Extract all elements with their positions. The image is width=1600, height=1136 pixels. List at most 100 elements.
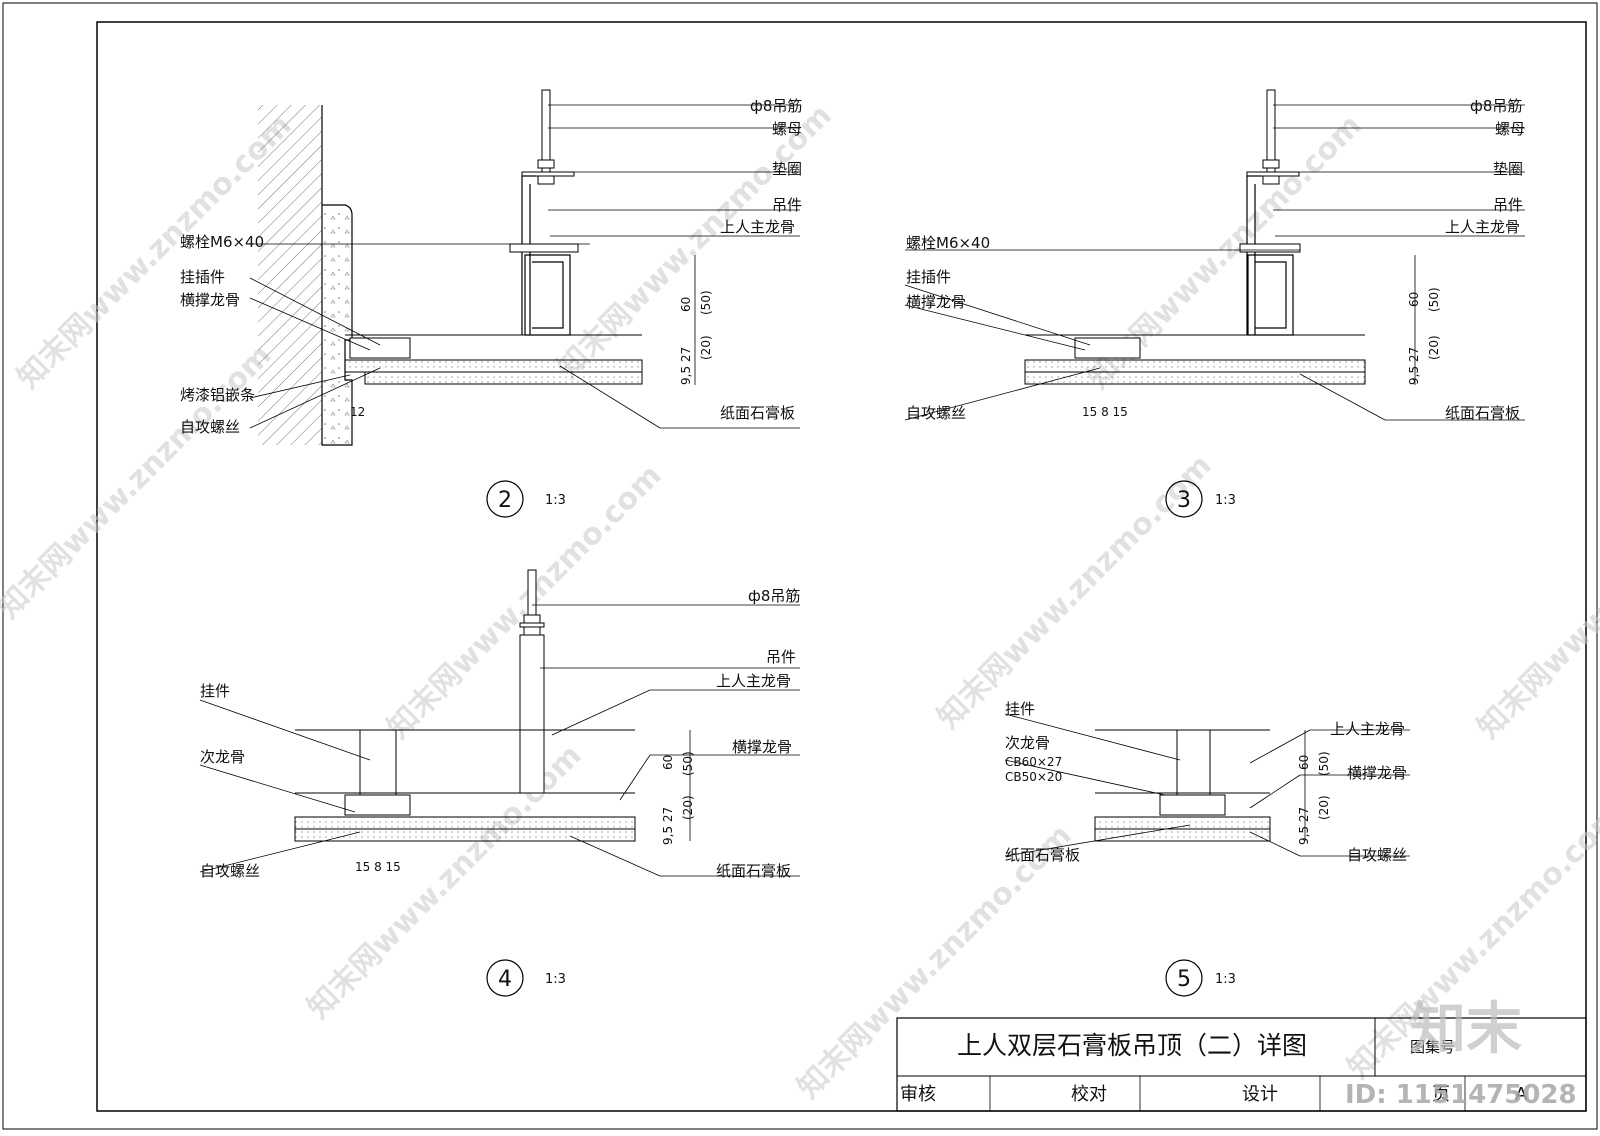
detail-scale: 1:3 [1215,493,1236,508]
detail-2: ф8吊筋 螺母 垫圈 吊件 上人主龙骨 螺栓M6×40 挂插件 横撑龙骨 烤漆铝… [180,89,802,518]
sub-keel [344,794,411,816]
atlas-label: 图集号 [1410,1038,1455,1056]
label-board: 纸面石膏板 [720,404,795,422]
nut [1262,175,1280,185]
label-screw: 自攻螺丝 [1347,846,1407,864]
washer [521,171,575,177]
dim-27: 9,5 27 [1407,347,1421,385]
logo-watermark: 知末 [1410,997,1522,1062]
label-cb50: CB50×20 [1005,770,1062,784]
watermark-text: 知末网www.znzmo.com [931,448,1219,736]
detail-scale: 1:3 [1215,972,1236,987]
gypsum-board-1 [1094,816,1271,830]
sub-keel [1159,794,1226,816]
bolt [1239,243,1301,253]
page-label: 页 [1432,1084,1450,1105]
label-cross-keel: 横撑龙骨 [732,738,792,756]
detail-3: ф8吊筋 螺母 垫圈 吊件 上人主龙骨 螺栓M6×40 挂插件 横撑龙骨 自攻螺… [904,89,1525,518]
label-rod: ф8吊筋 [1470,97,1522,115]
dim-12: 12 [350,405,365,419]
detail-number: 2 [498,488,512,513]
label-washer: 垫圈 [1493,160,1523,178]
label-nut: 螺母 [1495,120,1525,138]
dim-15815: 15 8 15 [355,860,401,874]
dim-20: (20) [681,795,695,820]
label-main-keel: 上人主龙骨 [720,218,795,236]
wall-hatch [258,105,322,445]
label-main-keel: 上人主龙骨 [716,672,791,690]
label-washer: 垫圈 [772,160,802,178]
detail-number: 3 [1177,488,1191,513]
label-clip: 挂插件 [180,268,225,286]
label-rod: ф8吊筋 [750,97,802,115]
gypsum-board-2 [294,828,636,842]
dim-27: 9,5 27 [661,807,675,845]
cross-keel [1074,337,1141,359]
gypsum-board-1 [1024,359,1366,373]
label-cross-keel: 横撑龙骨 [906,293,966,311]
label-hanger: 吊件 [772,196,802,214]
gypsum-board-2 [1024,371,1366,385]
dim-15815: 15 8 15 [1082,405,1128,419]
inner-border [96,21,1587,1112]
check-label: 校对 [1071,1084,1107,1105]
label-main-keel: 上人主龙骨 [1330,720,1405,738]
dim-50: (50) [681,751,695,776]
wall-plaster [321,105,353,446]
label-board: 纸面石膏板 [716,862,791,880]
dim-27: 9,5 27 [1297,807,1311,845]
leader-lines [1004,713,1410,857]
dim-20: (20) [699,335,713,360]
label-board: 纸面石膏板 [1445,404,1520,422]
dim-60: 60 [1407,292,1421,307]
label-screw: 自攻螺丝 [200,862,260,880]
label-sub-keel: 次龙骨 [1005,734,1050,752]
nut [523,626,541,636]
dim-50: (50) [699,290,713,315]
dim-60: 60 [1297,755,1311,770]
design-label: 设计 [1242,1084,1278,1105]
label-nut: 螺母 [772,120,802,138]
bolt [509,243,579,253]
label-screw: 自攻螺丝 [906,404,966,422]
dim-27: 9,5 27 [679,347,693,385]
main-keel [524,254,571,336]
label-rod: ф8吊筋 [748,587,800,605]
review-label: 审核 [900,1084,936,1105]
cross-keel [349,337,411,359]
detail-number-circle [1165,959,1203,997]
dim-50: (50) [1317,751,1331,776]
label-main-keel: 上人主龙骨 [1445,218,1520,236]
id-watermark: ID: 1151475028 [1345,1080,1577,1110]
label-screw: 自攻螺丝 [180,418,240,436]
label-clip: 挂插件 [906,268,951,286]
detail-scale: 1:3 [545,493,566,508]
label-clip: 挂件 [1005,700,1035,718]
watermark-text: 知末网www.znzmo.com [1471,458,1600,746]
detail-number-circle [1165,480,1203,518]
label-trim: 烤漆铝嵌条 [180,386,255,404]
detail-number: 4 [498,967,512,992]
atlas-value: A [1515,1084,1528,1105]
gypsum-board-2 [364,371,643,385]
leader-lines [199,604,800,877]
detail-number-circle [486,480,524,518]
detail-number-circle [486,959,524,997]
label-bolt: 螺栓M6×40 [180,233,264,251]
label-bolt: 螺栓M6×40 [906,234,990,252]
washer [519,622,545,628]
dim-20: (20) [1427,335,1441,360]
leader-lines [904,104,1525,421]
gypsum-board-1 [344,359,643,373]
washer [1246,171,1300,177]
label-sub-keel: 次龙骨 [200,748,245,766]
gypsum-board-2 [1094,828,1271,842]
dim-60: 60 [679,297,693,312]
nut [537,159,555,169]
dim-60: 60 [661,755,675,770]
detail-5: 挂件 次龙骨 CB60×27 CB50×20 上人主龙骨 横撑龙骨 纸面石膏板 … [1004,700,1410,997]
label-hanger: 吊件 [766,648,796,666]
label-cross-keel: 横撑龙骨 [180,291,240,309]
